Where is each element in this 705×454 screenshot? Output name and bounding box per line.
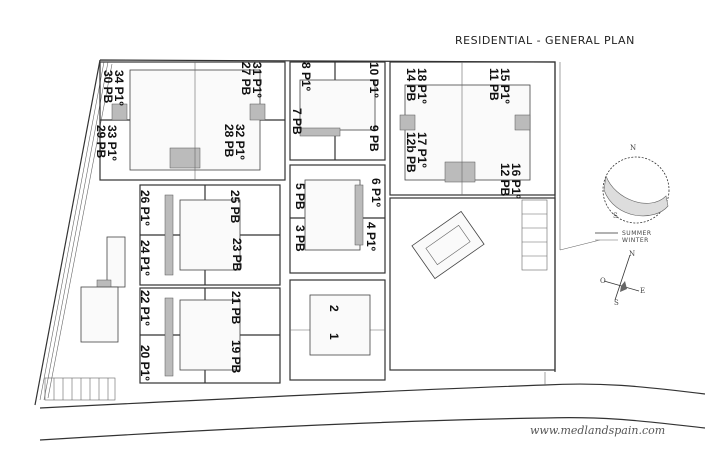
unit-label: 27 PB [239, 62, 253, 96]
unit-label: 2 [327, 305, 341, 312]
compass-e: E [640, 287, 645, 295]
unit-label: 4 P1º [364, 222, 378, 252]
unit-label: 8 P1º [299, 62, 313, 92]
watermark: www.medlandspain.com [530, 424, 666, 437]
block-centre [289, 164, 386, 274]
unit-label: 1 [327, 333, 341, 340]
sun-south-label: S [613, 212, 618, 220]
unit-label: 12 PB [498, 163, 512, 197]
sun-path-diagram: N S SUMMER WINTER [595, 144, 670, 244]
unit-label: 22 P1º [138, 290, 152, 326]
left-buildings [80, 236, 126, 343]
block-left-lower [139, 287, 281, 384]
block-left-upper [139, 184, 281, 286]
legend-summer: SUMMER [622, 230, 652, 237]
parking-left [44, 377, 116, 401]
block-bottom-centre [289, 279, 386, 381]
unit-label: 6 P1º [369, 178, 383, 208]
legend-winter: WINTER [622, 237, 649, 244]
unit-label: 29 PB [94, 125, 108, 159]
sun-north-label: N [630, 144, 636, 152]
unit-label: 25 PB [228, 190, 242, 224]
unit-label: 34 P1º [112, 70, 126, 106]
unit-label: 5 PB [293, 183, 307, 210]
block-top-middle [289, 61, 386, 161]
unit-label: 3 PB [293, 225, 307, 252]
unit-label: 9 PB [367, 125, 381, 152]
unit-label: 23 PB [230, 238, 244, 272]
block-top-left [99, 61, 286, 181]
compass-s: S [614, 299, 619, 307]
unit-label: 18 P1º [415, 68, 429, 104]
unit-label: 10 P1º [367, 62, 381, 98]
parking-right [521, 199, 548, 271]
block-top-right [389, 61, 556, 196]
boundary-strip [39, 61, 113, 401]
road-edge-lower [39, 417, 705, 441]
plan-title: RESIDENTIAL - GENERAL PLAN [455, 34, 635, 47]
unit-label: 20 P1º [138, 345, 152, 381]
unit-label: 17 P1º [415, 132, 429, 168]
unit-label: 14 PB [404, 68, 418, 102]
unit-label: 19 PB [229, 340, 243, 374]
unit-label: 33 P1º [105, 125, 119, 161]
pool-area [389, 197, 556, 371]
unit-label: 7 PB [290, 108, 304, 135]
unit-label: 24 P1º [138, 240, 152, 276]
unit-label: 31 P1º [250, 62, 264, 98]
unit-labels: 34 P1º 30 PB 31 P1º 27 PB 33 P1º 29 PB 3… [94, 62, 523, 381]
unit-label: 12b PB [404, 132, 418, 173]
unit-label: 30 PB [101, 70, 115, 104]
road-line [544, 62, 601, 385]
unit-label: 15 P1º [498, 68, 512, 104]
unit-label: 28 PB [222, 124, 236, 158]
unit-label: 32 P1º [233, 124, 247, 160]
unit-label: 21 PB [229, 291, 243, 325]
compass-o: O [600, 277, 606, 285]
compass-n: N [629, 250, 635, 258]
road-edge-upper [39, 383, 705, 409]
unit-label: 26 P1º [138, 190, 152, 226]
unit-label: 11 PB [487, 68, 501, 101]
compass-rose-icon: N O E S [600, 250, 645, 307]
unit-label: 16 P1º [509, 163, 523, 199]
